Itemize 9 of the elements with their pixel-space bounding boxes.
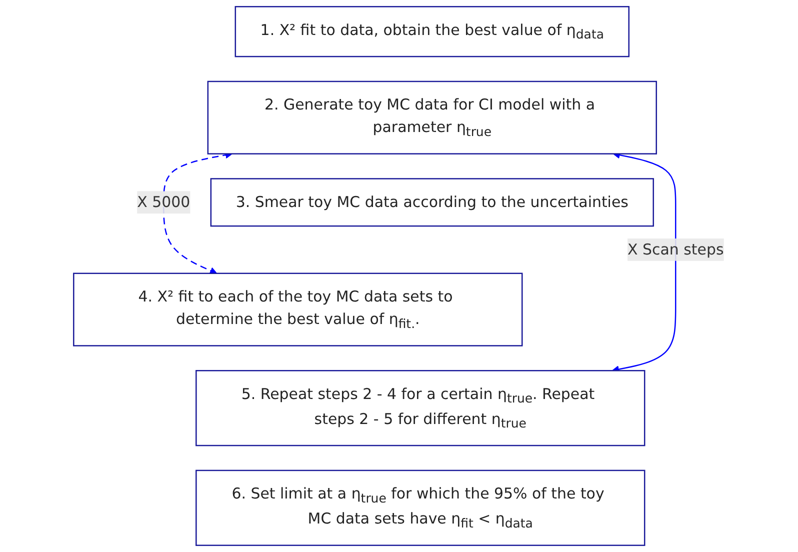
node-box bbox=[196, 470, 646, 546]
node-box bbox=[73, 272, 524, 346]
node-box bbox=[235, 6, 630, 58]
edge-label: X 5000 bbox=[137, 194, 190, 212]
node-box bbox=[210, 178, 654, 227]
node-box bbox=[196, 370, 646, 446]
flowchart: X Scan steps X 5000 1. X² fit to data, obtain the best value of η$_{data}$ 2. Generate toy MC data for CI model with a parameter η$_{true}$ 3. Smear toy MC data according to the uncertainties 4. X² fit to each of the toy MC data sets to determine the best value of η$_{fit.}$. 5. Repeat steps 2 - 4 for a certain η$_{true}$. Repeat steps 2 - 5 for different η$_{true}$ 6. Set limit at a η$_{true}$ for which the 95% of the toy MC data sets have η$_{fit}$ < η$_{data}$ bbox=[67, 0, 731, 552]
edge-label: X Scan steps bbox=[628, 240, 724, 258]
node-box bbox=[208, 80, 658, 154]
